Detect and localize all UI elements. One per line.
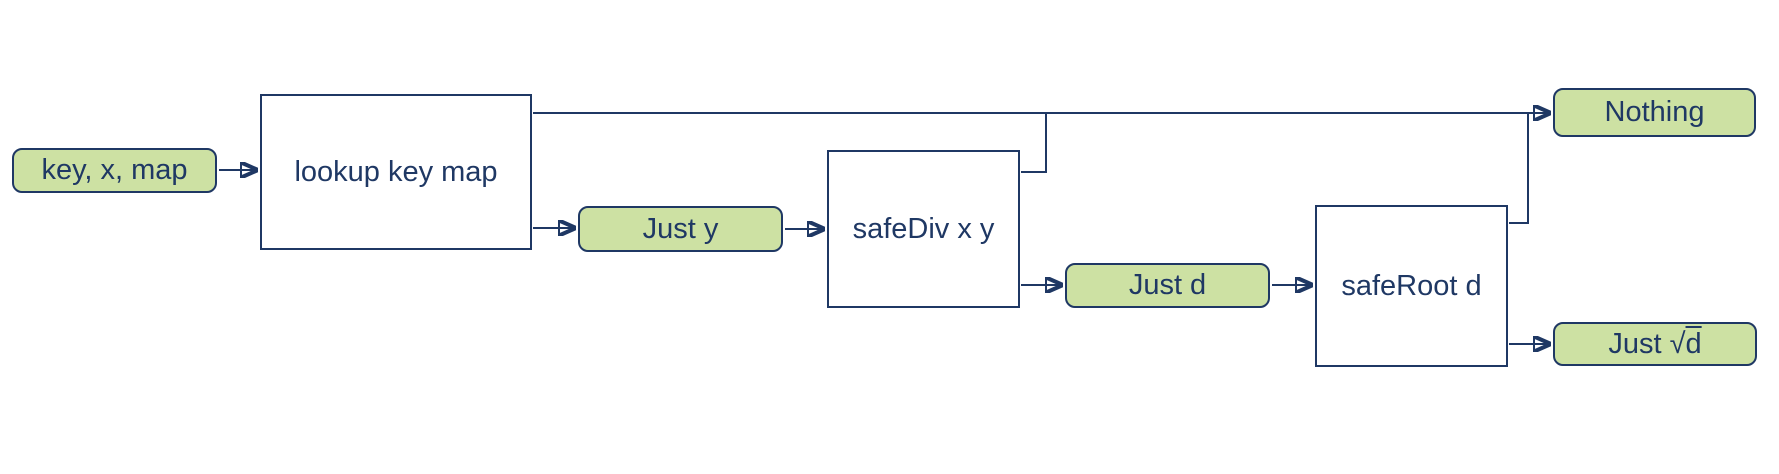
node-saferoot: safeRoot d: [1315, 205, 1508, 367]
node-just-sqrt-d: Just √d: [1553, 322, 1757, 366]
edge-safediv-to-nothing: [1021, 113, 1047, 173]
node-just-y: Just y: [578, 206, 783, 252]
node-nothing: Nothing: [1553, 88, 1756, 137]
sqrt-radicand: d: [1685, 327, 1702, 360]
node-input: key, x, map: [12, 148, 217, 193]
node-lookup: lookup key map: [260, 94, 532, 250]
just-sqrt-prefix: Just √: [1608, 327, 1686, 360]
node-just-d: Just d: [1065, 263, 1270, 308]
node-safediv: safeDiv x y: [827, 150, 1020, 308]
edge-saferoot-to-nothing: [1509, 113, 1529, 224]
